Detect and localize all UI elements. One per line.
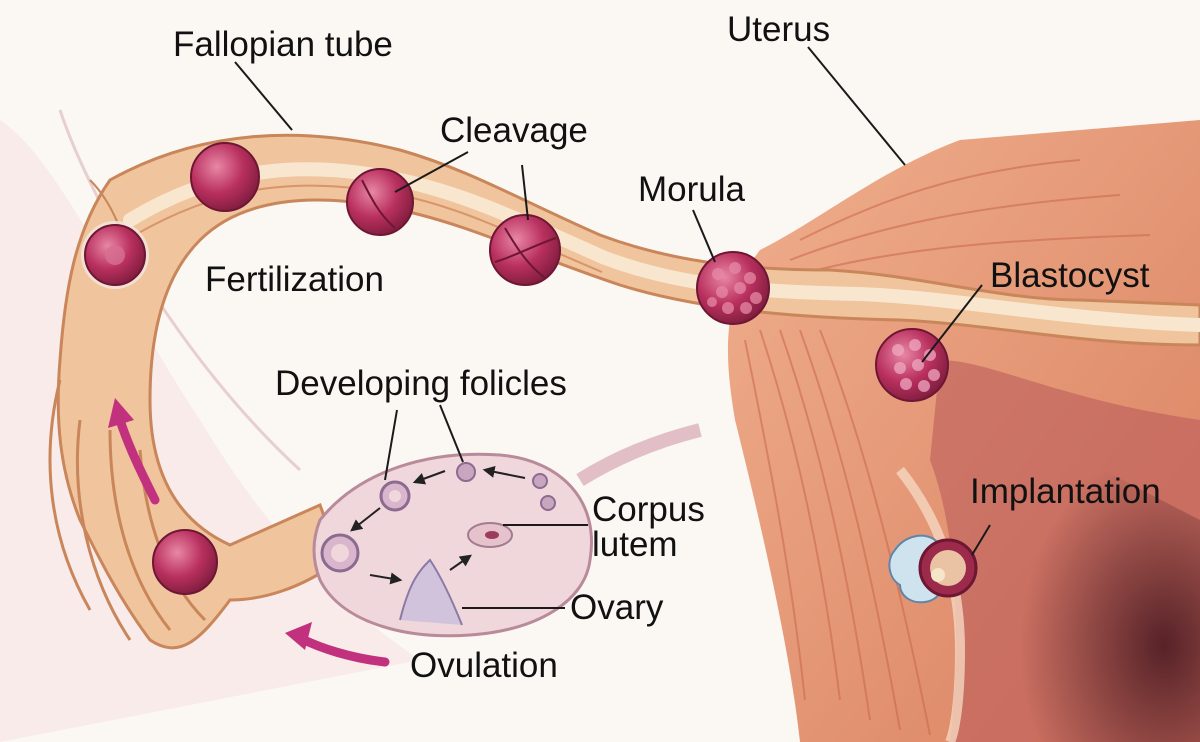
label-corpus-lutem: Corpus lutem: [592, 492, 705, 562]
label-developing-folicles: Developing folicles: [275, 364, 567, 403]
label-ovary: Ovary: [570, 588, 664, 627]
cleavage-4-cell: [489, 214, 561, 286]
morula-cell: [696, 251, 770, 325]
ovary-shape: [312, 423, 702, 638]
cleavage-2-cell: [346, 168, 414, 236]
label-corpus-lutem-line2: lutem: [592, 525, 678, 564]
label-uterus: Uterus: [727, 10, 831, 49]
egg-fertilization: [81, 221, 149, 289]
blastocyst-cell: [875, 328, 949, 402]
upward-arrow: [108, 398, 160, 505]
leader-lines: [234, 46, 991, 609]
zygote: [190, 142, 260, 212]
label-corpus-lutem-line1: Corpus: [592, 490, 705, 529]
label-ovulation: Ovulation: [410, 646, 558, 685]
label-implantation: Implantation: [970, 472, 1161, 511]
egg-ovulated: [152, 529, 218, 595]
label-fallopian-tube: Fallopian tube: [173, 25, 393, 64]
ovulation-arrow: [285, 622, 390, 667]
uterus-body: [727, 120, 1200, 742]
implanted-embryo: [888, 534, 978, 604]
label-fertilization: Fertilization: [205, 260, 384, 299]
label-cleavage: Cleavage: [440, 111, 588, 150]
label-blastocyst: Blastocyst: [990, 256, 1150, 295]
label-morula: Morula: [638, 170, 745, 209]
